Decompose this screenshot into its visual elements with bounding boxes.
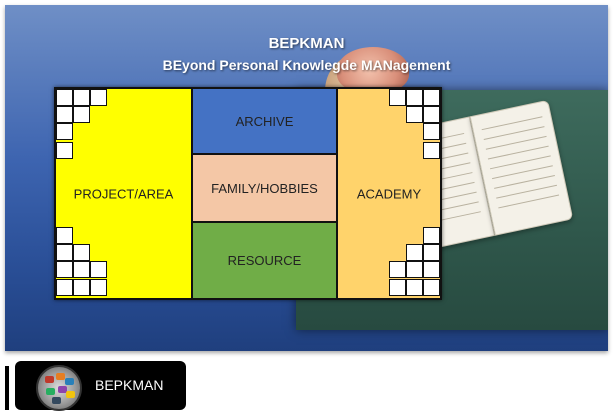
academy-label: ACADEMY (356, 186, 422, 201)
banner: BEPKMAN BEyond Personal Knowlegde MANage… (5, 5, 608, 351)
footer-label: BEPKMAN (95, 377, 164, 393)
app-logo-icon[interactable] (36, 365, 82, 411)
academy-block[interactable]: ACADEMY (338, 89, 440, 298)
archive-block[interactable]: ARCHIVE (193, 89, 336, 155)
footer-profile-card[interactable]: BEPKMAN (15, 361, 186, 411)
knowledge-grid: PROJECT/AREA ARCHIVE FAMILY/HOBBIES RESO… (54, 87, 442, 300)
banner-subtitle: BEyond Personal Knowlegde MANagement (162, 57, 451, 73)
project-area-label: PROJECT/AREA (73, 186, 174, 201)
resource-block[interactable]: RESOURCE (193, 223, 336, 298)
middle-column: ARCHIVE FAMILY/HOBBIES RESOURCE (193, 89, 338, 298)
footer-accent-bar (5, 366, 9, 410)
project-area-block[interactable]: PROJECT/AREA (56, 89, 193, 298)
family-hobbies-block[interactable]: FAMILY/HOBBIES (193, 155, 336, 223)
banner-title: BEPKMAN (268, 35, 345, 52)
brain-model-image (337, 47, 409, 93)
